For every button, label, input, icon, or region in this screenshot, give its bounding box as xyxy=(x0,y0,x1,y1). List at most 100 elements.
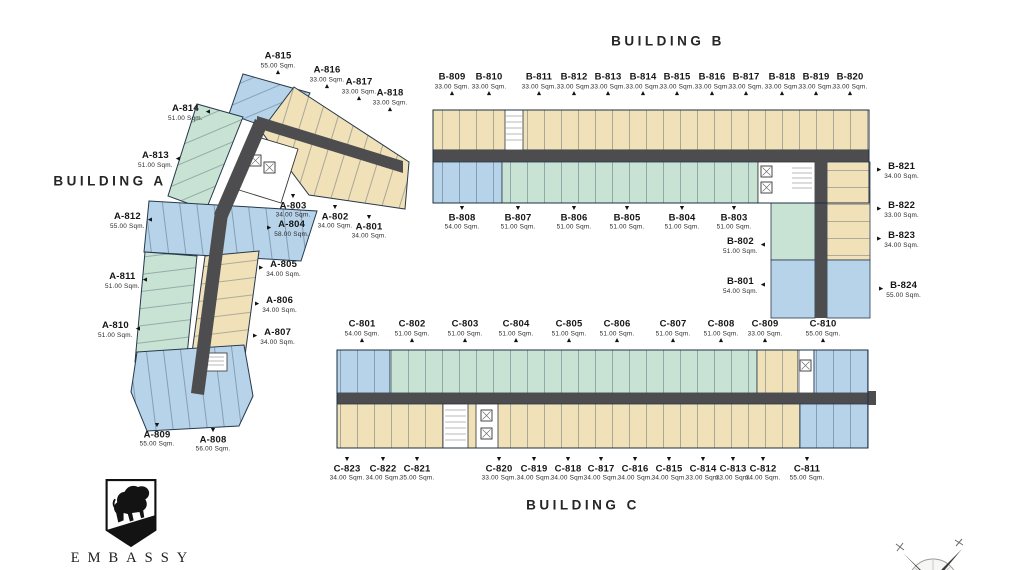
building-b-wing-corridor xyxy=(815,150,827,318)
unit-size: 55.00 Sqm. xyxy=(789,474,825,482)
unit-size: 34.00 Sqm. xyxy=(516,474,552,482)
building-b-outline xyxy=(432,109,870,204)
unit-size: 34.00 Sqm. xyxy=(884,241,919,249)
unit-size: 51.00 Sqm. xyxy=(556,223,592,231)
unit-pointer-icon: ▲ xyxy=(387,106,393,113)
building-b-corridor xyxy=(433,150,869,162)
building-b-stair-treads xyxy=(506,115,522,141)
unit-pointer-icon: ▼ xyxy=(154,422,160,429)
unit-pointer-icon: ▶ xyxy=(253,333,258,340)
unit-size: 51.00 Sqm. xyxy=(599,329,635,337)
building-a-green-lower-partitions xyxy=(135,252,197,375)
unit-size: 51.00 Sqm. xyxy=(655,329,691,337)
unit-pointer-icon: ▼ xyxy=(632,456,638,463)
unit-size: 34.00 Sqm. xyxy=(317,222,353,230)
unit-pointer-icon: ▶ xyxy=(877,236,882,243)
unit-size: 34.00 Sqm. xyxy=(884,172,919,180)
unit-pointer-icon: ▼ xyxy=(210,427,216,434)
building-a-green-upper-partitions xyxy=(168,104,243,210)
unit-id: C-811 xyxy=(793,462,821,474)
unit-size: 55.00 Sqm. xyxy=(805,329,841,337)
building-a-spine-corridor xyxy=(191,211,228,395)
unit-id: B-813 xyxy=(594,71,622,83)
unit-size: 34.00 Sqm. xyxy=(651,474,687,482)
unit-id: C-819 xyxy=(520,462,548,474)
unit-id: B-807 xyxy=(504,211,532,223)
unit-size: 33.00 Sqm. xyxy=(590,82,626,90)
unit-id: C-816 xyxy=(621,462,649,474)
unit-pointer-icon: ◀ xyxy=(760,282,765,289)
unit-id: A-818 xyxy=(376,87,404,99)
unit-size: 34.00 Sqm. xyxy=(365,474,401,482)
unit-size: 34.00 Sqm. xyxy=(550,474,586,482)
building-c-outline xyxy=(336,349,869,449)
compass-tick-marks xyxy=(895,538,964,552)
unit-pointer-icon: ▼ xyxy=(380,456,386,463)
unit-pointer-icon: ▲ xyxy=(356,95,362,102)
unit-size: 33.00 Sqm. xyxy=(521,82,557,90)
unit-id: B-819 xyxy=(802,71,830,83)
unit-size: 33.00 Sqm. xyxy=(309,75,345,83)
unit-size: 51.00 Sqm. xyxy=(716,223,752,231)
unit-id: C-823 xyxy=(333,462,361,474)
unit-pointer-icon: ▲ xyxy=(640,90,646,97)
unit-size: 51.00 Sqm. xyxy=(98,331,133,339)
unit-pointer-icon: ▲ xyxy=(709,90,715,97)
unit-size: 33.00 Sqm. xyxy=(556,82,592,90)
unit-id: C-822 xyxy=(369,462,397,474)
unit-id: C-814 xyxy=(689,462,717,474)
unit-id: B-801 xyxy=(726,276,754,288)
unit-id: C-815 xyxy=(655,462,683,474)
unit-id: C-812 xyxy=(749,462,777,474)
unit-size: 56.00 Sqm. xyxy=(195,445,231,453)
unit-pointer-icon: ▲ xyxy=(359,337,365,344)
unit-pointer-icon: ▲ xyxy=(486,90,492,97)
unit-id: C-807 xyxy=(659,318,687,330)
unit-size: 34.00 Sqm. xyxy=(617,474,653,482)
unit-pointer-icon: ▼ xyxy=(624,205,630,212)
unit-size: 33.00 Sqm. xyxy=(764,82,800,90)
unit-id: B-822 xyxy=(888,200,916,212)
unit-id: A-802 xyxy=(321,210,349,222)
unit-id: A-816 xyxy=(313,64,341,76)
unit-size: 35.00 Sqm. xyxy=(399,474,435,482)
unit-size: 34.00 Sqm. xyxy=(266,270,301,278)
